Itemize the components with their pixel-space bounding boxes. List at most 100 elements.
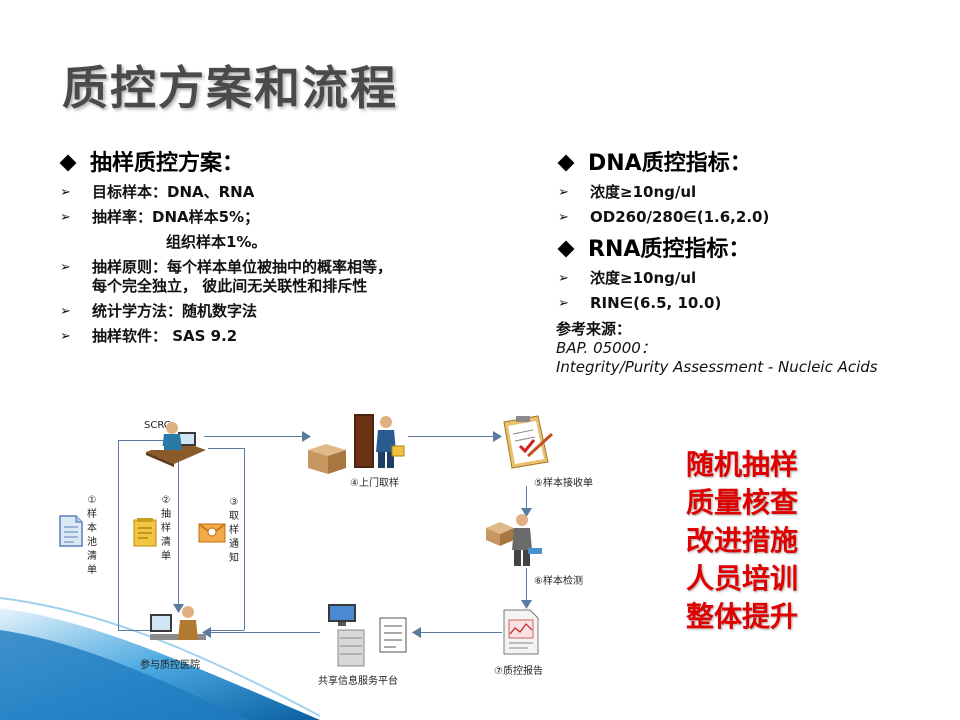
list-item: ➢ 浓度≥10ng/ul (556, 269, 956, 288)
dna-qc-heading-text: DNA质控指标： (588, 151, 752, 176)
arrow-down-icon (173, 604, 184, 613)
sampling-plan-heading-text: 抽样质控方案： (90, 151, 245, 176)
list-item: ➢ 抽样原则：每个样本单位被抽中的概率相等，每个完全独立， 彼此间无关联性和排斥性 (58, 258, 498, 296)
flow-line (118, 440, 178, 441)
list-item-text: 目标样本：DNA、RNA (92, 183, 255, 201)
slogan-line: 质量核查 (686, 486, 799, 519)
slogan-line: 随机抽样 (686, 448, 799, 481)
flow-line (244, 448, 245, 630)
step3-char: ③ (229, 497, 239, 508)
list-item: ➢ 浓度≥10ng/ul (556, 183, 956, 202)
lab-worker-icon (486, 514, 542, 566)
rna-qc-heading: RNA质控指标： (556, 233, 956, 267)
slogan-line: 改进措施 (686, 524, 799, 557)
arrow-bullet-icon: ➢ (60, 329, 71, 344)
slogan-line: 人员培训 (686, 562, 799, 595)
flow-line (210, 632, 320, 633)
step2-char: ② (161, 495, 171, 506)
flow-line (118, 440, 119, 630)
step1-char: 样 (87, 509, 97, 520)
document-list-icon (59, 515, 83, 547)
step3-char: 样 (229, 525, 239, 536)
step4-label: ④上门取样 (350, 478, 399, 489)
arrow-bullet-icon: ➢ (558, 185, 569, 200)
list-item-text: 抽样软件： SAS 9.2 (92, 327, 238, 345)
list-item-text: 抽样原则：每个样本单位被抽中的概率相等， (92, 258, 393, 276)
arrow-right-icon (493, 431, 502, 442)
list-item: ➢ 抽样软件： SAS 9.2 (58, 327, 498, 346)
list-item: ➢ 统计学方法：随机数字法 (58, 302, 498, 321)
list-item-text: RIN∈(6.5, 10.0) (590, 294, 722, 312)
arrow-left-icon (202, 627, 211, 638)
flow-line (204, 436, 304, 437)
hospital-workstation-icon (150, 606, 206, 640)
list-item-text: 每个完全独立， 彼此间无关联性和排斥性 (92, 277, 368, 295)
arrow-down-icon (521, 600, 532, 609)
report-document-icon (503, 609, 539, 655)
sampling-plan-section: 抽样质控方案： ➢目标样本：DNA、RNA ➢抽样率：DNA样本5%； 组织样本… (58, 147, 498, 352)
arrow-bullet-icon: ➢ (60, 304, 71, 319)
arrow-bullet-icon: ➢ (558, 296, 569, 311)
package-box-icon (308, 444, 346, 474)
step2-char: 抽 (161, 509, 171, 520)
server-computer-icon (328, 604, 407, 667)
flow-line (178, 458, 179, 608)
courier-door-icon (354, 414, 405, 468)
dna-qc-heading: DNA质控指标： (556, 147, 956, 181)
email-icon (198, 523, 226, 543)
step3-char: 通 (229, 539, 239, 550)
scrc-workstation-icon (146, 422, 206, 467)
reference-line: Integrity/Purity Assessment - Nucleic Ac… (556, 358, 878, 376)
arrow-right-icon (302, 431, 311, 442)
arrow-bullet-icon: ➢ (60, 260, 71, 275)
step3-char: 取 (229, 511, 239, 522)
page-title: 质控方案和流程 (62, 61, 398, 115)
arrow-bullet-icon: ➢ (558, 210, 569, 225)
list-item-text: 统计学方法：随机数字法 (92, 302, 258, 320)
platform-label: 共享信息服务平台 (318, 676, 398, 687)
clipboard-form-icon (503, 415, 554, 469)
list-item-text: 抽样率：DNA样本5%； (92, 208, 260, 226)
step1-char: 清 (87, 551, 97, 562)
reference-label: 参考来源： (556, 320, 632, 338)
list-item-text: 浓度≥10ng/ul (590, 269, 697, 287)
list-item-text: OD260/280∈(1.6,2.0) (590, 208, 770, 226)
flow-line (526, 486, 527, 512)
rna-qc-heading-text: RNA质控指标： (588, 237, 751, 262)
slogan-line: 整体提升 (686, 600, 799, 633)
step5-label: ⑤样本接收单 (534, 478, 593, 489)
step1-char: 单 (87, 565, 97, 576)
step3-char: 知 (229, 553, 239, 564)
reference-line: BAP. 05000： (556, 339, 656, 357)
list-item-continuation: 组织样本1%。 (166, 233, 267, 251)
flow-line (420, 632, 502, 633)
arrow-bullet-icon: ➢ (60, 185, 71, 200)
step1-char: 本 (87, 523, 97, 534)
flow-line (208, 630, 244, 631)
diamond-bullet-icon (59, 154, 77, 172)
list-item: ➢ RIN∈(6.5, 10.0) (556, 294, 956, 313)
hospital-label: 参与质控医院 (140, 660, 200, 671)
step1-char: ① (87, 495, 97, 506)
step7-label: ⑦质控报告 (494, 666, 543, 677)
list-item-text: 浓度≥10ng/ul (590, 183, 697, 201)
diamond-bullet-icon (557, 240, 575, 258)
diamond-bullet-icon (557, 154, 575, 172)
step2-char: 单 (161, 551, 171, 562)
arrow-down-icon (521, 508, 532, 517)
scrc-label: SCRC (144, 420, 171, 431)
flow-line (408, 436, 496, 437)
flow-line (526, 568, 527, 604)
flow-line (208, 448, 244, 449)
list-item: ➢抽样率：DNA样本5%； (58, 208, 498, 227)
list-item: ➢ 目标样本：DNA、RNA (58, 183, 498, 202)
step1-char: 池 (87, 537, 97, 548)
notepad-icon (133, 518, 157, 547)
arrow-bullet-icon: ➢ (558, 271, 569, 286)
step2-char: 样 (161, 523, 171, 534)
flow-line (118, 630, 158, 631)
list-item: ➢ OD260/280∈(1.6,2.0) (556, 208, 956, 227)
step2-char: 清 (161, 537, 171, 548)
qc-indicators-section: DNA质控指标： ➢ 浓度≥10ng/ul ➢ OD260/280∈(1.6,2.0… (556, 147, 956, 377)
